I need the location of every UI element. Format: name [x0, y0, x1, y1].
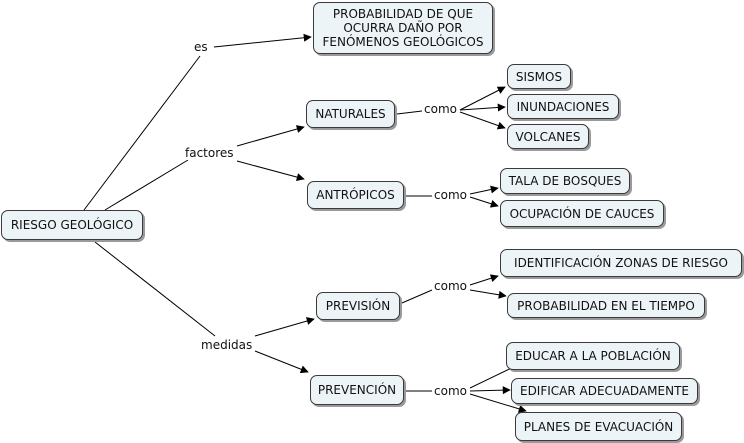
link-medidas: medidas — [199, 338, 255, 352]
node-inundaciones[interactable]: INUNDACIONES — [507, 94, 619, 119]
link-factores: factores — [183, 146, 236, 160]
node-ocupacion-de-cauces[interactable]: OCUPACIÓN DE CAUCES — [500, 200, 664, 227]
link-como-prevision: como — [432, 279, 469, 293]
node-tala-de-bosques[interactable]: TALA DE BOSQUES — [500, 168, 630, 194]
node-sismos[interactable]: SISMOS — [507, 64, 571, 89]
node-probabilidad-tiempo[interactable]: PROBABILIDAD EN EL TIEMPO — [507, 293, 705, 318]
link-es: es — [192, 40, 210, 54]
node-identificacion-zonas[interactable]: IDENTIFICACIÓN ZONAS DE RIESGO — [500, 249, 742, 277]
link-como-prevencion: como — [432, 384, 469, 398]
node-riesgo-geologico[interactable]: RIESGO GEOLÓGICO — [1, 210, 143, 240]
link-como-naturales: como — [422, 102, 459, 116]
node-naturales[interactable]: NATURALES — [306, 100, 395, 128]
node-prevision[interactable]: PREVISIÓN — [316, 292, 400, 320]
node-prevencion[interactable]: PREVENCIÓN — [310, 375, 404, 405]
link-como-antropicos: como — [432, 188, 469, 202]
node-planes-evacuacion[interactable]: PLANES DE EVACUACIÓN — [515, 412, 682, 441]
node-antropicos[interactable]: ANTRÓPICOS — [307, 181, 404, 209]
node-educar-poblacion[interactable]: EDUCAR A LA POBLACIÓN — [506, 342, 680, 370]
node-edificar-adecuadamente[interactable]: EDIFICAR ADECUADAMENTE — [511, 378, 698, 404]
node-definicion[interactable]: PROBABILIDAD DE QUE OCURRA DAÑO POR FENÓ… — [313, 2, 493, 54]
node-volcanes[interactable]: VOLCANES — [507, 124, 589, 149]
